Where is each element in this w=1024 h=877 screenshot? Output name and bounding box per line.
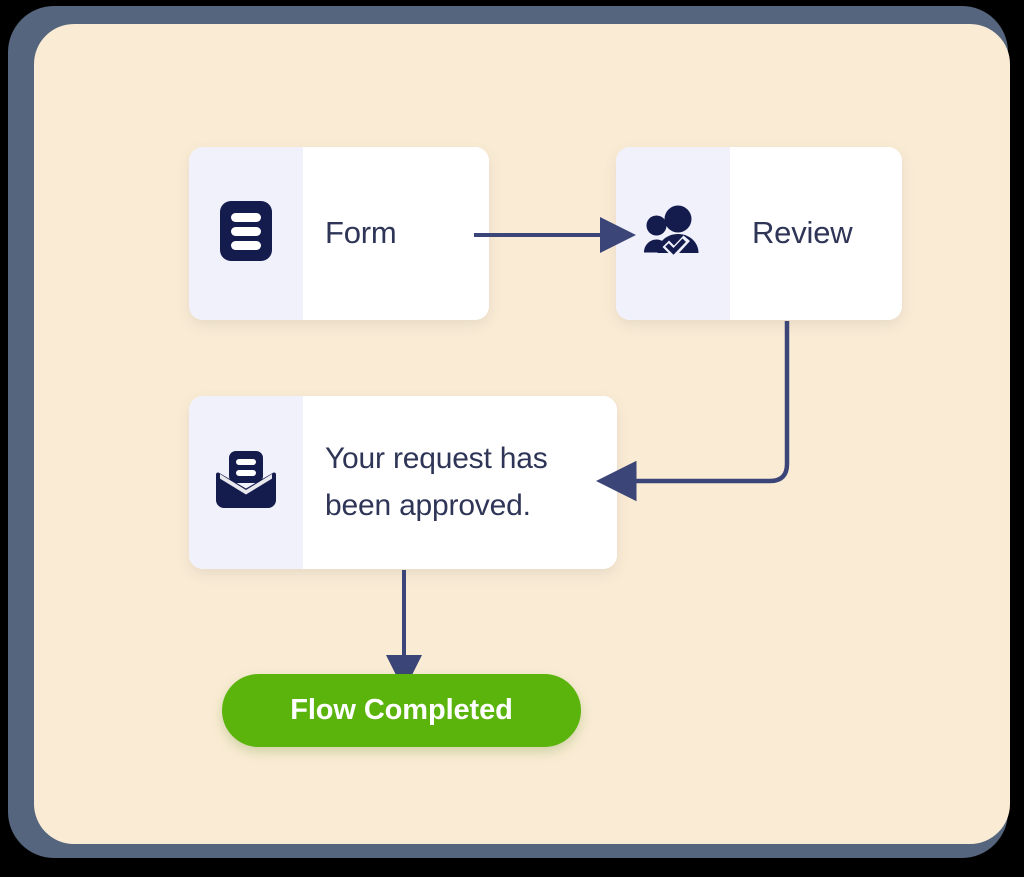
flow-node-review-label: Review <box>752 215 853 251</box>
flow-node-message-icon-pane <box>189 396 303 569</box>
flow-node-message-label-pane: Your request has been approved. <box>303 396 617 569</box>
form-document-icon <box>219 200 273 267</box>
flow-completed-button[interactable]: Flow Completed <box>222 674 581 747</box>
users-check-icon <box>642 202 704 265</box>
device-frame-border: Form <box>8 6 1010 858</box>
open-envelope-mail-icon <box>214 450 278 515</box>
flow-node-form[interactable]: Form <box>189 147 489 320</box>
flow-node-form-label-pane: Form <box>303 147 489 320</box>
connector-message-to-completed <box>386 570 422 691</box>
flow-node-message-label: Your request has been approved. <box>325 442 548 522</box>
flow-canvas: Form <box>34 24 1010 844</box>
flow-node-review[interactable]: Review <box>616 147 902 320</box>
flow-node-form-icon-pane <box>189 147 303 320</box>
flow-node-review-label-pane: Review <box>730 147 902 320</box>
flow-node-message[interactable]: Your request has been approved. <box>189 396 617 569</box>
connector-form-to-review <box>474 217 636 253</box>
connector-review-to-message <box>596 321 790 502</box>
flow-node-form-label: Form <box>325 215 397 251</box>
